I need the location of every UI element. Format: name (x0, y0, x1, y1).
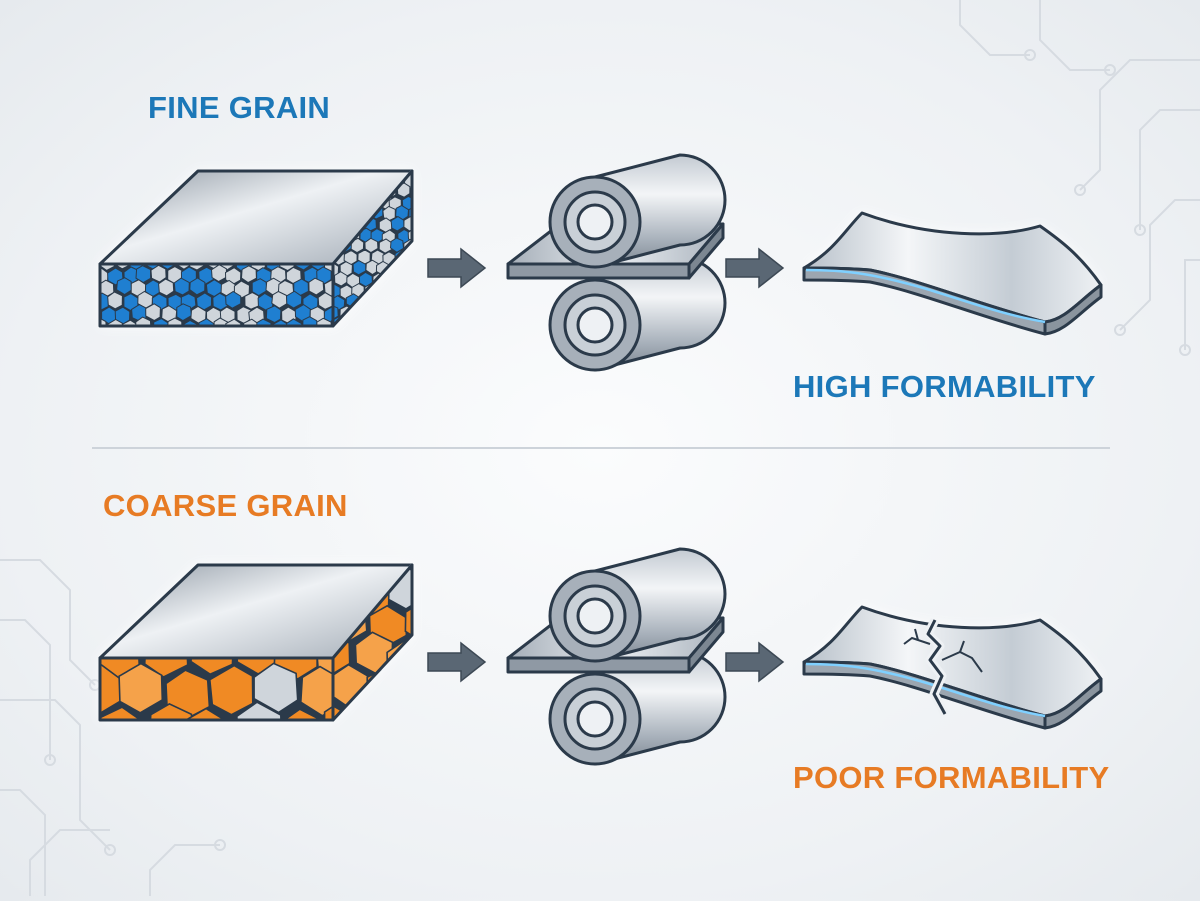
section-divider (92, 447, 1110, 449)
arrow-right-icon (725, 247, 785, 289)
arrow-right-icon (725, 641, 785, 683)
high-formability-label: HIGH FORMABILITY (793, 369, 1096, 404)
arrow-right-icon (427, 247, 487, 289)
coarse-grain-label: COARSE GRAIN (103, 488, 348, 523)
cracked-sheet-icon (802, 605, 1103, 730)
bent-sheet-icon (802, 211, 1103, 336)
fine-grain-label: FINE GRAIN (148, 90, 331, 125)
rolling-mill-icon (506, 153, 727, 372)
fine-process-row (98, 153, 1103, 372)
arrow-right-icon (427, 641, 487, 683)
rolling-mill-icon (506, 547, 727, 766)
coarse-process-row (98, 547, 1103, 766)
fine-grain-block-icon (98, 169, 414, 328)
coarse-grain-block-icon (98, 563, 414, 722)
poor-formability-label: POOR FORMABILITY (793, 760, 1110, 795)
